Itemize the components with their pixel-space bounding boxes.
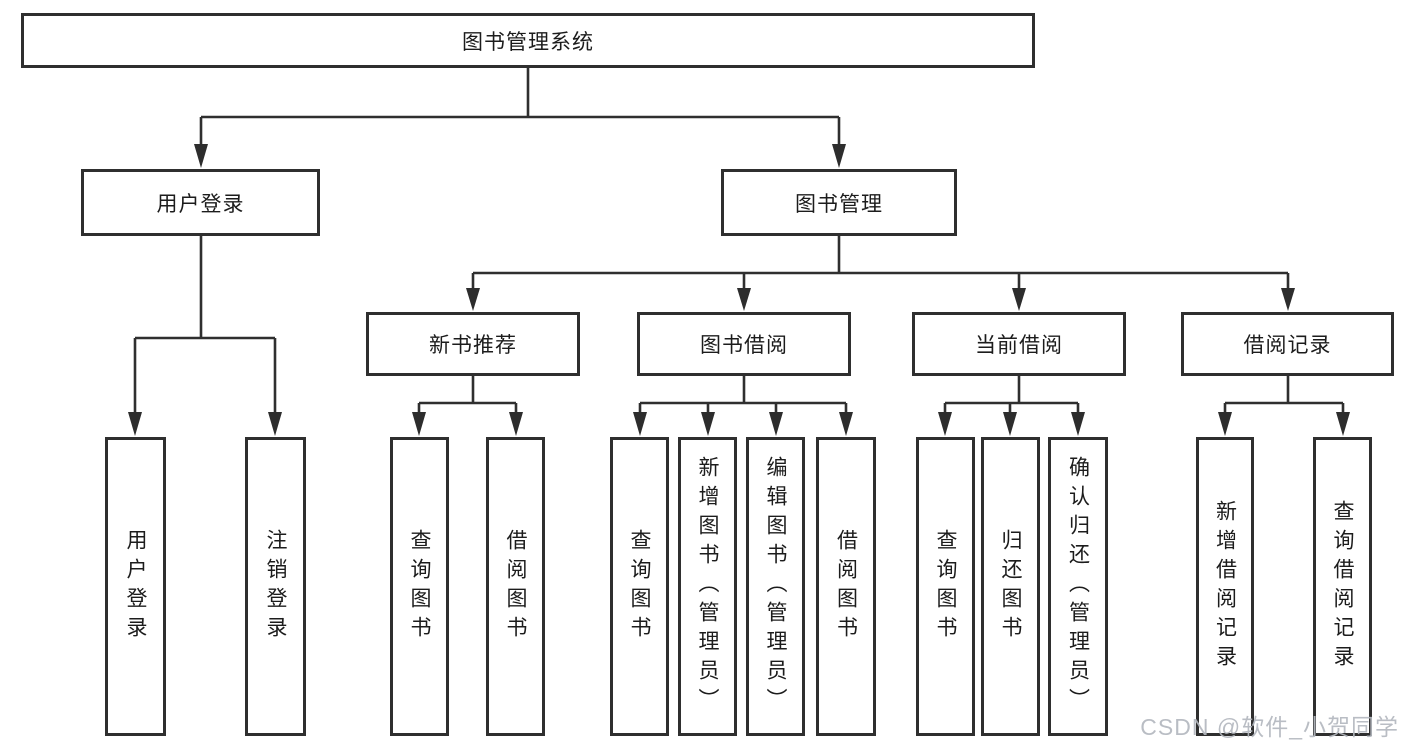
- node-label: 用户登录: [156, 192, 245, 216]
- node-label: 新书推荐: [429, 334, 517, 357]
- leaf-edit-books-admin: 编辑图书（管理员）: [746, 437, 805, 736]
- node-current-borrowing: 当前借阅: [912, 312, 1126, 376]
- node-label: 图书管理: [795, 192, 883, 216]
- leaf-label: 借阅图书: [504, 528, 527, 645]
- leaf-user-login: 用户登录: [105, 437, 166, 736]
- node-label: 借阅记录: [1243, 334, 1332, 357]
- csdn-watermark: CSDN @软件_小贺同学: [1140, 714, 1399, 740]
- leaf-borrow-books-recommend: 借阅图书: [486, 437, 545, 736]
- node-new-book-recommend: 新书推荐: [366, 312, 580, 376]
- leaf-label: 新增图书（管理员）: [696, 456, 719, 717]
- node-root-system: 图书管理系统: [21, 13, 1035, 68]
- node-book-management: 图书管理: [721, 169, 957, 236]
- leaf-query-books-recommend: 查询图书: [390, 437, 449, 736]
- leaf-add-borrowing-record: 新增借阅记录: [1196, 437, 1254, 736]
- leaf-return-books: 归还图书: [981, 437, 1040, 736]
- leaf-query-books-current: 查询图书: [916, 437, 975, 736]
- leaf-borrow-books-borrowing: 借阅图书: [816, 437, 876, 736]
- leaf-label: 注销登录: [264, 528, 287, 645]
- leaf-label: 归还图书: [999, 528, 1022, 645]
- node-book-borrowing: 图书借阅: [637, 312, 851, 376]
- leaf-add-books-admin: 新增图书（管理员）: [678, 437, 737, 736]
- node-borrowing-records: 借阅记录: [1181, 312, 1394, 376]
- leaf-confirm-return-admin: 确认归还（管理员）: [1048, 437, 1108, 736]
- node-label: 当前借阅: [975, 334, 1063, 357]
- leaf-label: 查询借阅记录: [1331, 499, 1354, 674]
- leaf-label: 确认归还（管理员）: [1066, 456, 1090, 717]
- node-user-login: 用户登录: [81, 169, 320, 236]
- arrowheads: [128, 144, 1350, 436]
- leaf-label: 查询图书: [934, 528, 957, 645]
- leaf-logout: 注销登录: [245, 437, 306, 736]
- leaf-label: 编辑图书（管理员）: [764, 456, 787, 717]
- node-label: 图书借阅: [700, 334, 788, 357]
- leaf-label: 查询图书: [628, 528, 651, 645]
- leaf-label: 新增借阅记录: [1213, 499, 1237, 674]
- leaf-label: 查询图书: [408, 528, 431, 645]
- leaf-label: 用户登录: [124, 528, 147, 645]
- node-label: 图书管理系统: [462, 30, 594, 54]
- leaf-query-books-borrowing: 查询图书: [610, 437, 669, 736]
- leaf-label: 借阅图书: [834, 528, 858, 645]
- leaf-query-borrowing-record: 查询借阅记录: [1313, 437, 1372, 736]
